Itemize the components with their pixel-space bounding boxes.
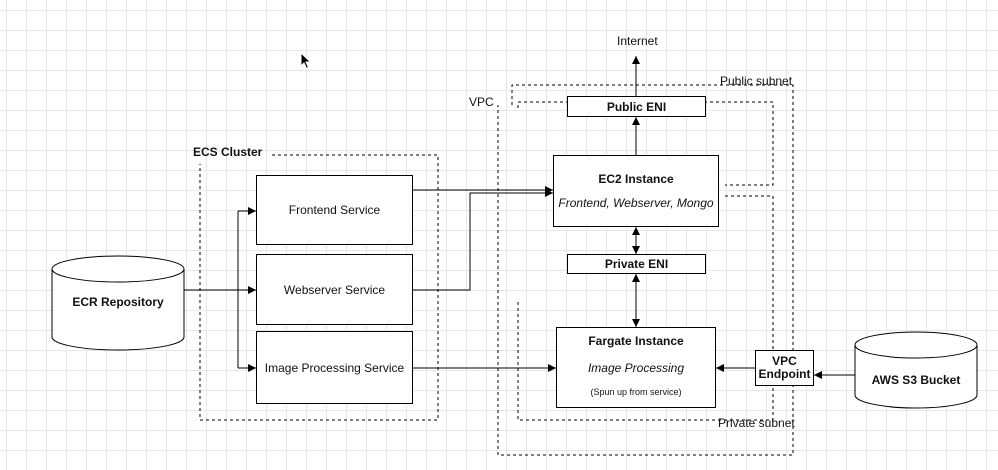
ecs-cluster-boundary xyxy=(199,154,439,421)
vpc-label: VPC xyxy=(469,95,494,109)
ec2-instance-box[interactable]: EC2 Instance Frontend, Webserver, Mongo xyxy=(553,155,719,227)
ec2-title: EC2 Instance xyxy=(598,172,674,186)
public-eni-box[interactable]: Public ENI xyxy=(567,96,706,117)
s3-bucket-cylinder xyxy=(854,331,978,409)
private-subnet-boundary xyxy=(517,195,774,421)
ecs-cluster-label: ECS Cluster xyxy=(193,145,263,159)
vpc-endpoint-line2: Endpoint xyxy=(758,367,811,381)
vpc-endpoint-line1: VPC xyxy=(772,354,797,368)
fargate-subtitle: Image Processing xyxy=(587,361,685,375)
vpc-boundary xyxy=(497,84,794,456)
public-subnet-boundary xyxy=(517,101,774,186)
webserver-service-box[interactable]: Webserver Service xyxy=(256,254,413,325)
ecr-repository-label: ECR Repository xyxy=(72,295,164,309)
public-subnet-label: Public subnet xyxy=(720,74,793,88)
edge-webserver-ec2 xyxy=(413,189,553,291)
image-processing-service-box[interactable]: Image Processing Service xyxy=(256,331,413,404)
ecr-repository-cylinder xyxy=(51,255,185,351)
frontend-service-box[interactable]: Frontend Service xyxy=(256,175,413,245)
fargate-note: (Spun up from service) xyxy=(590,387,682,397)
fargate-title: Fargate Instance xyxy=(588,334,684,348)
private-subnet-label: Private subnet xyxy=(718,416,795,430)
private-eni-box[interactable]: Private ENI xyxy=(567,254,706,274)
fargate-instance-box[interactable]: Fargate Instance Image Processing (Spun … xyxy=(556,327,716,408)
internet-label: Internet xyxy=(617,34,658,48)
vpc-endpoint-box[interactable]: VPC Endpoint xyxy=(755,350,814,386)
ec2-subtitle: Frontend, Webserver, Mongo xyxy=(558,196,714,210)
aws-s3-bucket-label: AWS S3 Bucket xyxy=(871,373,961,387)
mouse-cursor-icon xyxy=(300,52,312,70)
